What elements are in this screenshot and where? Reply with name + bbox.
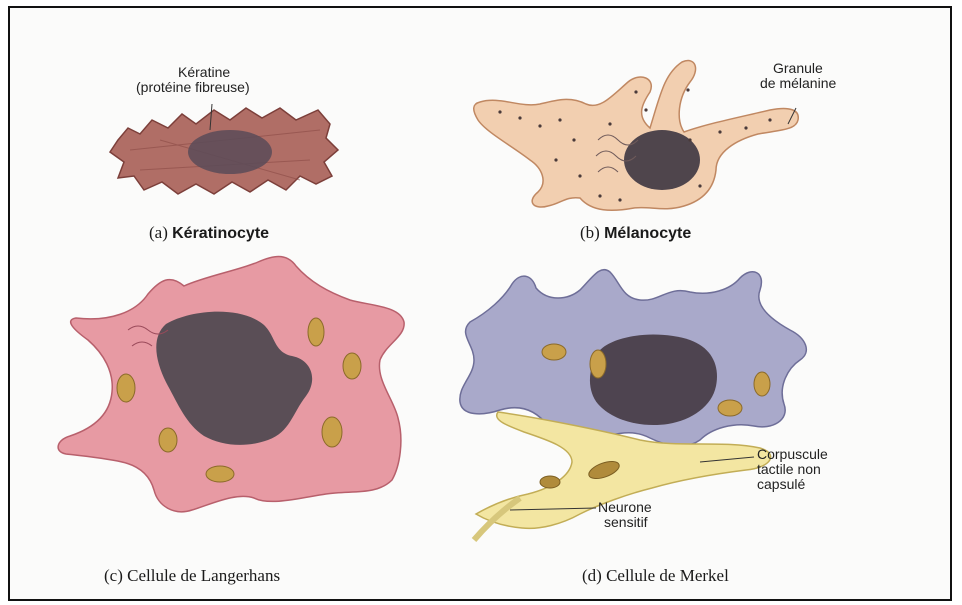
- melanocyte-nucleus: [624, 130, 700, 190]
- label-de-melanine: de mélanine: [760, 76, 836, 91]
- label-granule: Granule: [773, 61, 823, 76]
- label-neurone: Neurone: [598, 500, 652, 515]
- label-capsule: capsulé: [757, 477, 805, 492]
- melanocyte-cell: [474, 61, 799, 211]
- keratinocyte-cell: [110, 104, 338, 194]
- label-tactile-non: tactile non: [757, 462, 821, 477]
- label-proteine-fibreuse: (protéine fibreuse): [136, 80, 250, 95]
- label-keratine: Kératine: [178, 65, 230, 80]
- caption-b: (b) Mélanocyte: [580, 223, 691, 243]
- label-sensitif: sensitif: [604, 515, 648, 530]
- caption-d: (d) Cellule de Merkel: [582, 566, 729, 586]
- langerhans-cell: [58, 257, 404, 512]
- keratinocyte-nucleus: [188, 130, 272, 174]
- merkel-nucleus: [590, 335, 717, 425]
- caption-c: (c) Cellule de Langerhans: [104, 566, 280, 586]
- caption-a: (a) Kératinocyte: [149, 223, 269, 243]
- label-corpuscule: Corpuscule: [757, 447, 828, 462]
